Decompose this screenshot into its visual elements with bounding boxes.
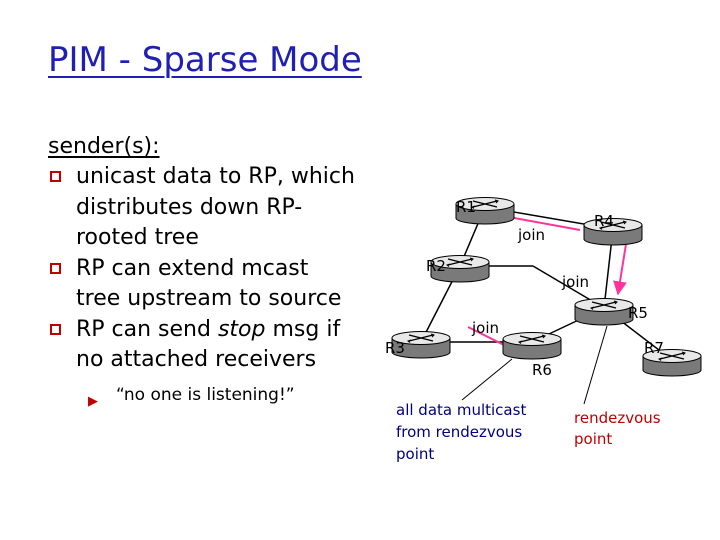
bullet-item: unicast data to RP, which distributes do…: [48, 162, 358, 254]
join-label: join: [517, 226, 545, 244]
bullet-text-emphasis: stop: [217, 316, 266, 342]
square-bullet-icon: [50, 171, 61, 182]
sub-bullet-item: ▶ “no one is listening!”: [48, 380, 358, 410]
sender-heading: sender(s):: [48, 134, 160, 159]
square-bullet-icon: [50, 323, 61, 335]
router-label-r7: R7: [644, 339, 664, 357]
triangle-bullet-icon: ▶: [88, 393, 98, 409]
bullet-item: RP can send stop msg if no attached rece…: [48, 315, 358, 376]
bullet-list: sender(s): unicast data to RP, which dis…: [48, 132, 358, 410]
sub-bullet-text: “no one is listening!”: [116, 384, 295, 405]
note-rendezvous-point: rendezvous: [574, 409, 661, 427]
page-title: PIM - Sparse Mode: [48, 40, 362, 80]
bullet-text-before: RP can send: [76, 316, 218, 342]
annotation-pointer: [461, 358, 513, 401]
bullet-text: unicast data to RP, which distributes do…: [76, 164, 355, 250]
note-data-multicast: point: [396, 445, 434, 463]
bullet-text: RP can extend mcast tree upstream to sou…: [76, 255, 342, 312]
join-label: join: [561, 273, 589, 291]
router-label-r4: R4: [594, 212, 614, 230]
router-label-r1: R1: [456, 198, 476, 216]
router-icon: [502, 331, 562, 360]
bullet-item: RP can extend mcast tree upstream to sou…: [48, 254, 358, 315]
note-data-multicast: all data multicast: [396, 401, 526, 419]
router-label-r6: R6: [532, 361, 552, 379]
router-icon: [574, 297, 634, 326]
router-label-r5: R5: [628, 304, 648, 322]
bullet-text-after: msg if no attached receivers: [76, 316, 341, 373]
annotation-pointer: [583, 325, 608, 405]
note-rendezvous-point: point: [574, 430, 612, 448]
router-label-r3: R3: [385, 339, 405, 357]
note-data-multicast: from rendezvous: [396, 423, 522, 441]
square-bullet-icon: [50, 262, 61, 274]
router-label-r2: R2: [426, 257, 446, 275]
join-label: join: [471, 319, 499, 337]
